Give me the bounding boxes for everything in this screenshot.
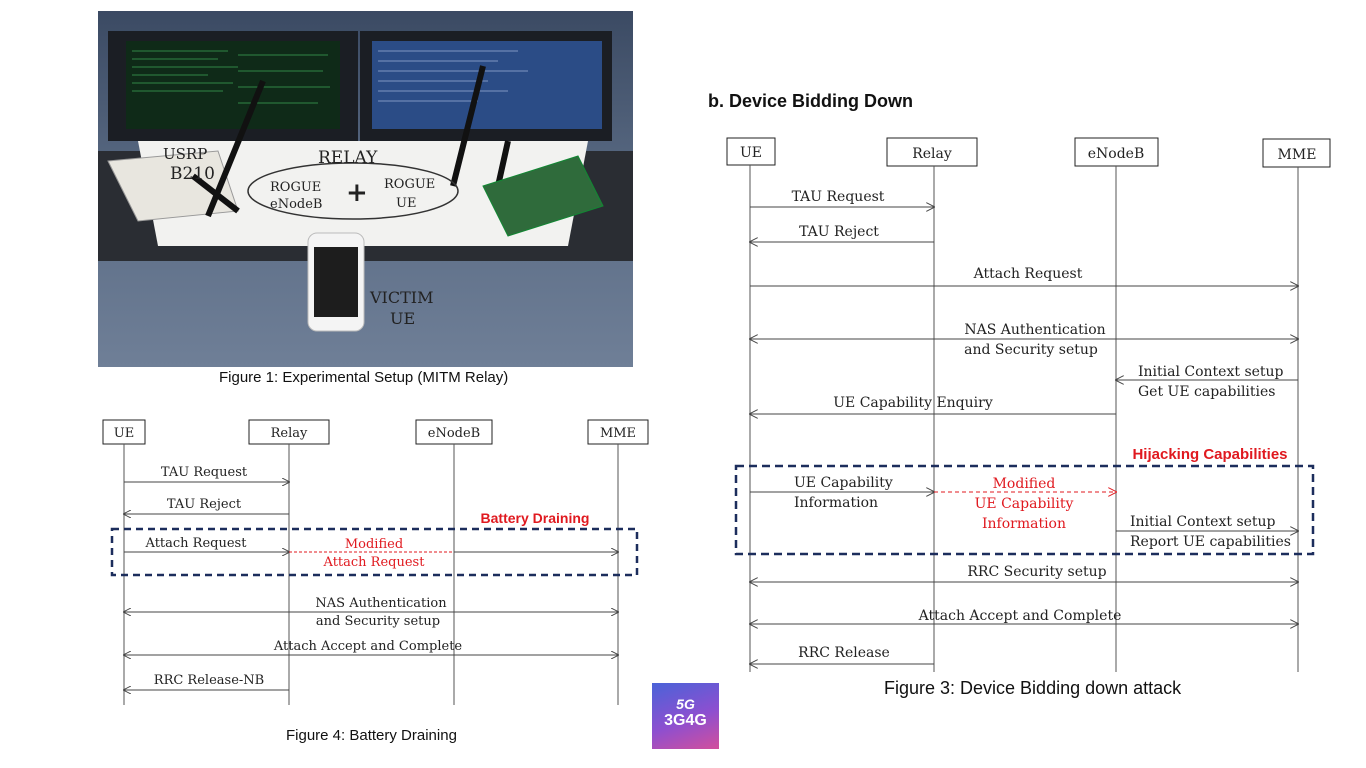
fig3-msg-enquiry: UE Capability Enquiry bbox=[833, 395, 993, 411]
label-plus: + bbox=[346, 178, 368, 208]
fig4-entity-enodeb-box bbox=[415, 419, 493, 445]
paper-sheet bbox=[138, 141, 588, 246]
fig3-msg-attach-request: Attach Request bbox=[973, 266, 1083, 282]
fig3-msg-rrc-release: RRC Release bbox=[798, 645, 890, 661]
fig3-msg-cap-info-2: Information bbox=[794, 495, 878, 511]
fig3-entity-ue-box bbox=[726, 137, 776, 166]
laptop-right-screen bbox=[372, 41, 602, 129]
figure-3-sequence-diagram: UE Relay eNodeB MME TAU Request TAU Reje… bbox=[726, 137, 1331, 672]
fig3-entity-relay-box bbox=[886, 137, 978, 167]
fig3-msg-attach-accept: Attach Accept and Complete bbox=[918, 608, 1122, 624]
handwritten-labels: USRP B210 RELAY ROGUE eNodeB + ROGUE UE … bbox=[163, 145, 435, 328]
figure-4-caption: Figure 4: Battery Draining bbox=[286, 727, 457, 744]
fig4-entity-ue: UE bbox=[114, 426, 134, 441]
label-enodeb: eNodeB bbox=[270, 197, 322, 212]
fig3-entity-mme-box bbox=[1262, 138, 1331, 168]
fig4-msg-tau-reject: TAU Reject bbox=[167, 497, 242, 512]
relay-oval bbox=[247, 162, 459, 220]
fig4-entity-enodeb: eNodeB bbox=[428, 426, 480, 441]
logo-3g4g-text: 3G4G bbox=[664, 712, 707, 729]
figure-1-caption: Figure 1: Experimental Setup (MITM Relay… bbox=[219, 369, 509, 386]
fig4-msg-nas-1: NAS Authentication bbox=[315, 596, 447, 611]
fig3-msg-ics-get-1: Initial Context setup bbox=[1138, 364, 1284, 380]
logo-5g-text: 5G bbox=[676, 696, 695, 712]
fig3-entity-enodeb: eNodeB bbox=[1088, 146, 1145, 162]
fig4-msg-nas-2: and Security setup bbox=[316, 614, 440, 629]
fig3-msg-cap-info-1: UE Capability bbox=[794, 475, 893, 491]
label-usrp: USRP bbox=[163, 145, 207, 163]
fig4-highlight-title: Battery Draining bbox=[481, 510, 590, 526]
fig3-msg-ics-get-2: Get UE capabilities bbox=[1138, 384, 1275, 400]
fig4-highlight-box bbox=[110, 527, 639, 577]
laptop-left-screen bbox=[126, 41, 340, 129]
fig4-entity-relay: Relay bbox=[271, 426, 308, 441]
fig3-entity-relay: Relay bbox=[912, 146, 952, 162]
label-rogue-2: ROGUE bbox=[384, 177, 435, 192]
fig3-msg-mod-3: Information bbox=[982, 516, 1066, 532]
fig3-lifelines bbox=[749, 165, 1299, 672]
section-title: b. Device Bidding Down bbox=[708, 91, 914, 111]
fig3-msg-nas-1: NAS Authentication bbox=[964, 322, 1105, 338]
fig3-msg-mod-2: UE Capability bbox=[975, 496, 1074, 512]
fig4-msg-modified-attach: Attach Request bbox=[323, 555, 426, 570]
photo-drawing: USRP B210 RELAY ROGUE eNodeB + ROGUE UE … bbox=[98, 31, 633, 332]
label-victim: VICTIM bbox=[369, 288, 434, 307]
fig3-msg-ics-rep-1: Initial Context setup bbox=[1130, 514, 1276, 530]
fig3-entity-mme: MME bbox=[1278, 147, 1317, 163]
fig3-msg-nas-2: and Security setup bbox=[964, 342, 1098, 358]
fig3-msg-rrc-security: RRC Security setup bbox=[967, 564, 1106, 580]
fig4-entity-ue-box bbox=[102, 419, 146, 445]
terminal-lines-right bbox=[378, 50, 528, 102]
label-b210: B210 bbox=[170, 164, 215, 184]
fig4-entity-mme-box bbox=[587, 419, 649, 445]
fig4-msg-tau-request: TAU Request bbox=[161, 465, 248, 480]
experimental-setup-photo: USRP B210 RELAY ROGUE eNodeB + ROGUE UE … bbox=[98, 11, 633, 367]
phone-screen bbox=[314, 247, 358, 317]
antenna-right-2 bbox=[495, 140, 511, 187]
fig3-entity-enodeb-box bbox=[1074, 137, 1159, 167]
figure-3-caption: Figure 3: Device Bidding down attack bbox=[884, 678, 1182, 698]
antenna-left-2 bbox=[191, 173, 240, 214]
fig3-msg-ics-rep-2: Report UE capabilities bbox=[1130, 534, 1291, 550]
label-rogue-1: ROGUE bbox=[270, 180, 321, 195]
terminal-lines-left bbox=[132, 50, 330, 104]
fig3-highlight-box bbox=[734, 464, 1315, 556]
3g4g-logo: 5G 3G4G bbox=[652, 683, 719, 749]
fig4-msg-rrc-release: RRC Release-NB bbox=[154, 673, 264, 688]
fig3-msg-tau-request: TAU Request bbox=[792, 189, 885, 205]
antenna-right-1 bbox=[450, 65, 486, 187]
fig4-entity-mme: MME bbox=[600, 426, 636, 441]
fig3-entity-ue: UE bbox=[740, 145, 762, 161]
label-relay: RELAY bbox=[318, 148, 378, 168]
sdr-board bbox=[482, 155, 604, 237]
figure-4-sequence-diagram: UE Relay eNodeB MME TAU Request TAU Reje… bbox=[102, 419, 649, 705]
label-victim-ue: UE bbox=[390, 309, 415, 328]
fig3-msg-tau-reject: TAU Reject bbox=[799, 224, 879, 240]
label-ue: UE bbox=[396, 196, 416, 211]
fig4-msg-attach-accept: Attach Accept and Complete bbox=[273, 639, 463, 654]
fig3-highlight-title: Hijacking Capabilities bbox=[1132, 446, 1287, 463]
fig4-entity-relay-box bbox=[248, 419, 330, 445]
fig3-msg-mod-1: Modified bbox=[993, 476, 1056, 492]
fig4-msg-attach-request: Attach Request bbox=[145, 536, 248, 551]
fig4-msg-modified: Modified bbox=[345, 537, 403, 552]
